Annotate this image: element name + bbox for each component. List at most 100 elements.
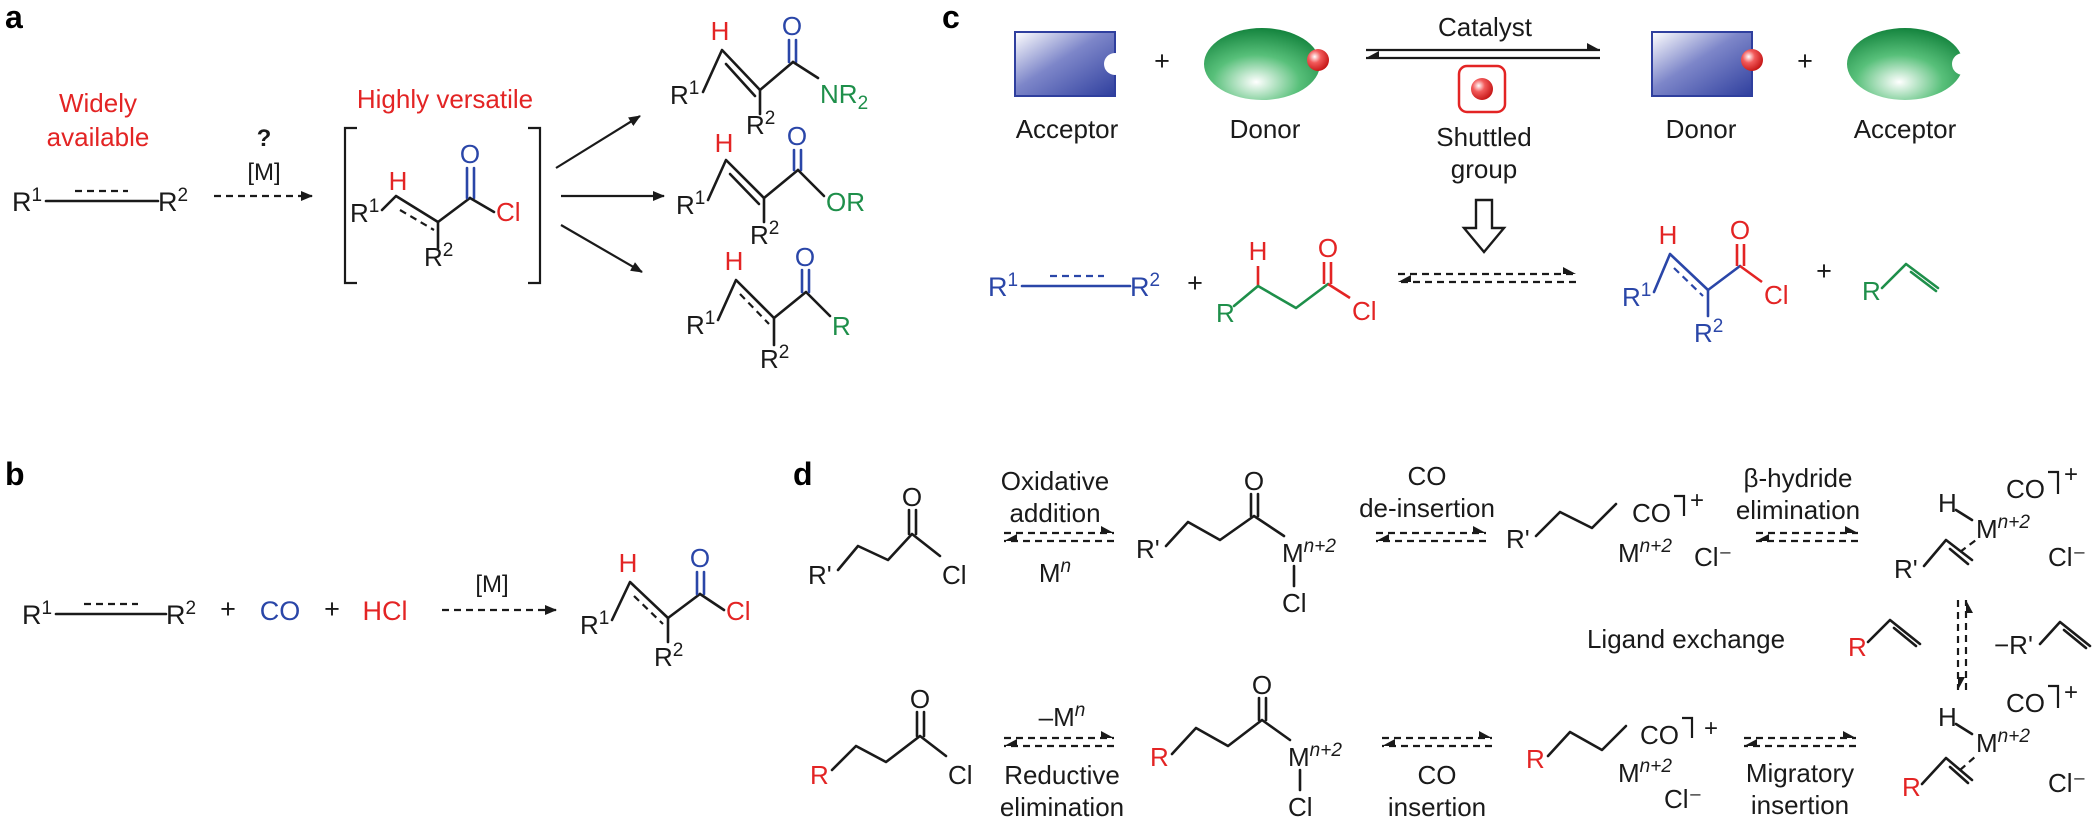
c-alkene-double bbox=[1909, 270, 1938, 293]
b-prod-r2: R2 bbox=[654, 640, 683, 672]
arrow-ketone bbox=[560, 224, 643, 273]
c-prod-r2: R2 bbox=[1694, 316, 1723, 348]
d-hc1-rprime: R' bbox=[1894, 554, 1918, 584]
d-hc2-r: R bbox=[1902, 772, 1921, 802]
c-prod-ccl bbox=[1739, 264, 1763, 284]
alkyne-r2: R2 bbox=[158, 185, 188, 217]
shuttle-ball bbox=[1471, 78, 1493, 100]
co-ins-1: CO bbox=[1418, 760, 1457, 790]
r1-label: R1 bbox=[350, 196, 379, 228]
c-acyl-ccl bbox=[1327, 282, 1351, 300]
metal-label-a: [M] bbox=[247, 159, 280, 186]
beta-h-1: β-hydride bbox=[1744, 463, 1853, 493]
c-acyl-o: O bbox=[1318, 233, 1338, 263]
c-acyl-cl: Cl bbox=[1352, 296, 1377, 326]
ester-double bbox=[728, 172, 761, 206]
acceptor-label-right: Acceptor bbox=[1854, 114, 1957, 144]
alkyne-r1: R1 bbox=[12, 185, 42, 217]
b-prod-backbone bbox=[610, 580, 702, 622]
ester-o: O bbox=[787, 121, 807, 151]
ester-r1: R1 bbox=[676, 188, 705, 220]
d-hc2-alkene bbox=[1920, 756, 1974, 786]
d-prod-o: O bbox=[910, 684, 930, 714]
c-prod-backbone bbox=[1652, 252, 1742, 294]
d-sm-o: O bbox=[902, 482, 922, 512]
b-plus-2: + bbox=[324, 594, 340, 624]
co-deins-2: de-insertion bbox=[1359, 493, 1495, 523]
b-prod-ccl bbox=[698, 592, 726, 612]
amide-o: O bbox=[782, 11, 802, 41]
ketone-r1: R1 bbox=[686, 308, 715, 340]
c-acyl-chain bbox=[1232, 282, 1330, 310]
panel-b: R1 R2 + CO + HCl [M] H R1 R2 O Cl bbox=[22, 543, 751, 672]
d-alk2-co: CO bbox=[1640, 720, 1679, 750]
c-acyl-r: R bbox=[1216, 298, 1235, 328]
panel-label-b: b bbox=[5, 456, 25, 492]
d-am2-o: O bbox=[1252, 670, 1272, 700]
d-am2-chain bbox=[1170, 718, 1292, 756]
b-prod-o: O bbox=[690, 543, 710, 573]
mig-ins-2: insertion bbox=[1751, 790, 1849, 820]
d-hc2-m: Mn+2 bbox=[1976, 726, 2030, 758]
d-alk2-r: R bbox=[1526, 744, 1545, 774]
d-alk-rprime: R' bbox=[1506, 524, 1530, 554]
c-alkene-bond bbox=[1880, 262, 1940, 290]
acceptor-notch bbox=[1104, 53, 1126, 75]
mig-ins-1: Migratory bbox=[1746, 758, 1854, 788]
c-acyl-h: H bbox=[1249, 236, 1268, 266]
panel-d: R' O Cl Oxidative addition Mn R' O Mn+2 … bbox=[808, 461, 2092, 822]
b-metal: [M] bbox=[475, 571, 508, 598]
d-hc2-hm bbox=[1954, 722, 1974, 736]
arrow-amide bbox=[555, 115, 641, 169]
b-alkyne-r2: R2 bbox=[166, 598, 196, 630]
shuttle-frame bbox=[1457, 64, 1507, 114]
d-hc2-plus: + bbox=[2064, 679, 2078, 706]
c-plus-3: + bbox=[1187, 268, 1203, 298]
c-cl-bond bbox=[468, 196, 496, 214]
d-am-chain bbox=[1164, 514, 1286, 548]
highly-versatile-label: Highly versatile bbox=[357, 84, 533, 114]
donor-label-left: Donor bbox=[1230, 114, 1301, 144]
d-prod-chain bbox=[830, 734, 948, 772]
donor-block-right bbox=[1651, 31, 1753, 97]
panel-label-c: c bbox=[942, 0, 960, 35]
d-alk-m: Mn+2 bbox=[1618, 536, 1672, 568]
d-hc1-h: H bbox=[1938, 488, 1957, 518]
panel-c: Acceptor + Donor Catalyst Shuttled group… bbox=[988, 12, 1974, 348]
donor-label-right: Donor bbox=[1666, 114, 1737, 144]
donor-block-ball bbox=[1741, 49, 1763, 71]
r2-label: R2 bbox=[424, 240, 453, 272]
d-alk-clminus: Cl⁻ bbox=[1694, 542, 1732, 572]
c-alkyne-r2: R2 bbox=[1130, 270, 1160, 302]
ketone-dash bbox=[739, 293, 770, 325]
d-am-o: O bbox=[1244, 466, 1264, 496]
d-hc1-co: CO bbox=[2006, 474, 2045, 504]
d-lx-r: R bbox=[1848, 632, 1867, 662]
catalyst-label: Catalyst bbox=[1438, 12, 1533, 42]
c-prod-cl: Cl bbox=[1764, 280, 1789, 310]
d-am2-m: Mn+2 bbox=[1288, 740, 1342, 772]
shuttled-label-1: Shuttled bbox=[1436, 122, 1531, 152]
d-hc1-bracket bbox=[2048, 470, 2060, 494]
d-alk-chain bbox=[1534, 502, 1618, 538]
b-prod-r1: R1 bbox=[580, 608, 609, 640]
c-plus-2: + bbox=[1797, 46, 1813, 76]
co-ins-2: insertion bbox=[1388, 792, 1486, 822]
o-label: O bbox=[460, 139, 480, 169]
b-hcl: HCl bbox=[363, 596, 408, 626]
d-hc2-bracket bbox=[2048, 684, 2060, 708]
widely-label-1: Widely bbox=[59, 88, 137, 118]
acceptor-ellipse bbox=[1847, 28, 1963, 100]
acyl-dash bbox=[399, 209, 435, 231]
c-alkene-r: R bbox=[1862, 276, 1881, 306]
b-co: CO bbox=[260, 596, 301, 626]
c-plus-4: + bbox=[1816, 256, 1832, 286]
c-prod-o: O bbox=[1730, 215, 1750, 245]
panel-label-d: d bbox=[793, 456, 813, 492]
donor-ball bbox=[1307, 49, 1329, 71]
ester-h: H bbox=[715, 128, 734, 158]
d-alk2-chain bbox=[1546, 724, 1628, 758]
d-hc2-alkene-2 bbox=[1948, 765, 1970, 785]
acceptor-label-left: Acceptor bbox=[1016, 114, 1119, 144]
